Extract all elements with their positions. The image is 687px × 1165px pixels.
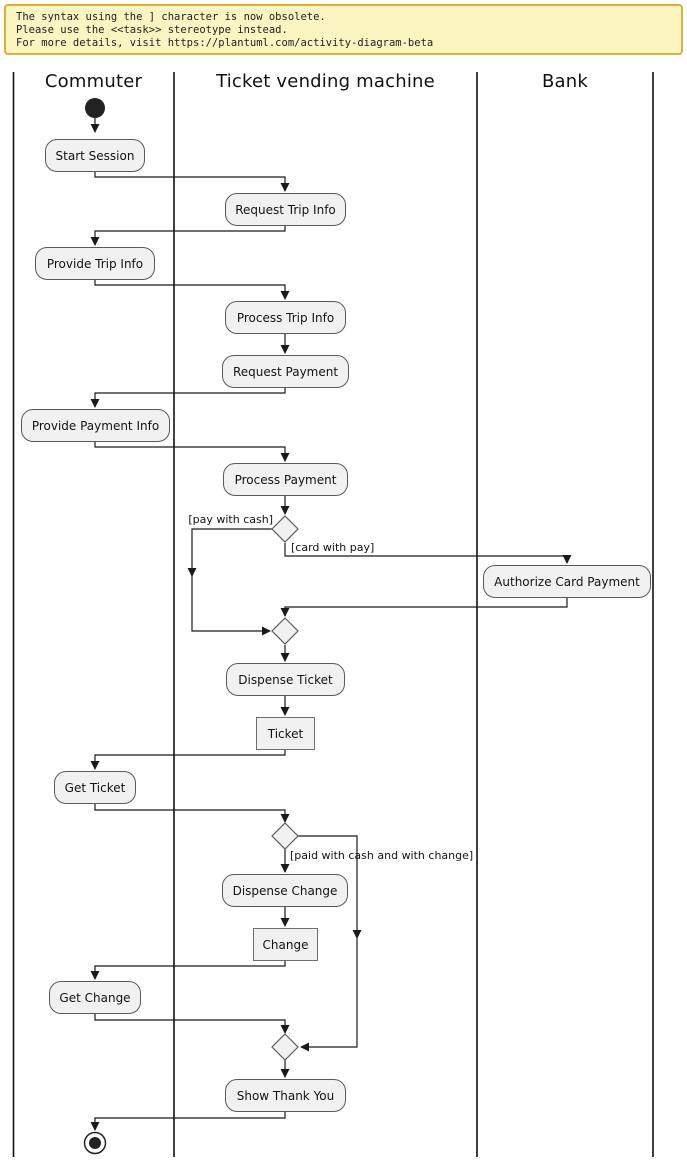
activity-request-payment: Request Payment [222,355,349,388]
guard-paid-with-cash-and-with-change: [paid with cash and with change] [290,849,474,862]
flow-get-ticket-to-decision [94,804,290,823]
merge-diamond-change [271,1033,299,1061]
lane-header-bank: Bank [541,71,588,92]
object-change: Change [253,928,318,961]
activity-process-trip-info: Process Trip Info [225,301,346,334]
start-node-icon [85,98,105,118]
activity-request-trip-info: Request Trip Info [225,193,346,226]
lane-header-commuter: Commuter [44,71,143,92]
activity-provide-payment-info: Provide Payment Info [21,409,170,442]
flow-authorize-to-merge [280,598,568,617]
swimlane-dividers [12,72,654,1157]
flow-no-change-branch-to-merge [300,938,358,1052]
flow-change-to-get-change [90,960,286,980]
object-ticket: Ticket [256,717,315,750]
decision-diamond-change [271,822,299,850]
activity-dispense-change: Dispense Change [222,874,348,907]
flow-provide-payment-info-to-process-payment [94,442,290,462]
flow-card-branch-to-authorize [284,543,572,564]
activity-show-thank-you: Show Thank You [225,1079,346,1112]
activity-dispense-ticket: Dispense Ticket [226,663,345,696]
flow-start-session-to-request-trip-info [94,172,290,192]
activity-authorize-card-payment: Authorize Card Payment [483,565,651,598]
activity-get-change: Get Change [49,981,141,1014]
flow-provide-trip-info-to-process-trip-info [94,280,290,300]
flow-request-payment-to-provide-payment-info [90,388,286,408]
flow-cash-branch-to-merge [191,576,271,636]
flow-request-trip-info-to-provide-trip-info [90,226,286,246]
decision-diamond-payment-method [271,515,299,543]
syntax-warning-banner: The syntax using the ] character is now … [4,4,683,55]
activity-start-session: Start Session [45,139,145,172]
flow-no-change-branch-down [298,835,362,939]
guard-card-with-pay: [card with pay] [291,541,375,554]
activity-get-ticket: Get Ticket [54,771,136,804]
end-node-icon [83,1131,107,1155]
lane-header-ticket-vending-machine: Ticket vending machine [216,71,435,92]
flow-connectors [90,118,572,1131]
flow-cash-branch-down [187,528,272,577]
flow-get-change-to-merge [94,1014,290,1034]
flow-show-thank-you-to-end [90,1112,286,1131]
merge-diamond-payment [271,617,299,645]
flow-ticket-to-get-ticket [90,750,286,770]
warning-line-3: For more details, visit https://plantuml… [16,37,434,49]
activity-process-payment: Process Payment [223,463,348,496]
guard-pay-with-cash: [pay with cash] [188,513,273,526]
warning-line-1: The syntax using the ] character is now … [16,11,326,23]
warning-line-2: Please use the <<task>> stereotype inste… [16,24,288,36]
activity-provide-trip-info: Provide Trip Info [35,247,155,280]
